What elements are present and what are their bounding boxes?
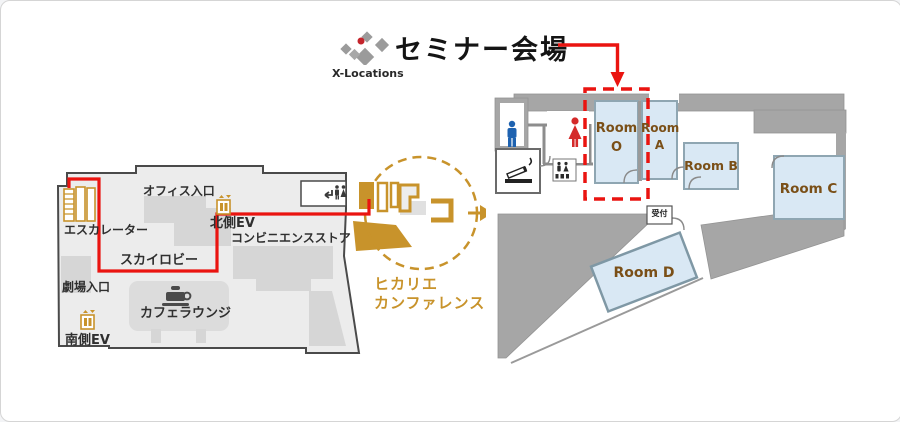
label-south-ev: 南側EV [65, 333, 110, 348]
label-room-o: Room O [595, 120, 638, 158]
label-sky-lobby: スカイロビー [120, 253, 199, 268]
reception-box [646, 205, 673, 225]
label-hikarie-line1: ヒカリエ [374, 275, 439, 293]
room-a-notch [649, 93, 679, 103]
label-room-c: Room C [779, 181, 838, 197]
door-arcs [539, 155, 785, 231]
room-a-line2: A [654, 138, 665, 153]
corridor-edge [510, 277, 704, 364]
label-convenience-store: コンビニエンスストア [231, 231, 351, 245]
corner-arrow-icon [324, 190, 333, 199]
room-o [594, 100, 639, 184]
room-divider-wall [638, 101, 642, 181]
route-line [67, 177, 371, 273]
smoking-icon [505, 157, 533, 183]
label-theater-entrance: 劇場入口 [62, 280, 111, 294]
label-office-entrance: オフィス入口 [143, 184, 215, 198]
room-o-line1: Room [595, 121, 638, 136]
room-b [683, 142, 739, 190]
label-room-b: Room B [684, 158, 738, 173]
bottom-left-wall [497, 213, 654, 359]
label-north-ev: 北側EV [210, 216, 255, 231]
label-hikarie-line2: カンファレンス [374, 294, 486, 312]
page-title: セミナー会場 [395, 35, 569, 66]
coffee-cup-icon [162, 286, 192, 306]
mini-conference-plan [353, 181, 454, 251]
lobby-floor-map [56, 155, 486, 354]
toilet-sign-icon [555, 161, 569, 179]
cafe-leg [196, 329, 206, 343]
conference-floor-map [494, 87, 847, 364]
room-a-line1: Room [641, 121, 680, 135]
label-cafe-lounge: カフェラウンジ [140, 306, 232, 321]
utility-box [300, 180, 347, 207]
seminar-highlight-rect [583, 87, 650, 201]
office-block [144, 196, 231, 246]
label-escalator: エスカレーター [64, 223, 149, 237]
callout-arrow-icon [468, 205, 486, 221]
right-strip-block [309, 291, 346, 346]
room-d [589, 230, 699, 314]
brand-text: X-Locations [332, 67, 404, 80]
label-reception: 受付 [651, 209, 668, 218]
escalator-icon [63, 186, 96, 222]
restroom-pair-icon [335, 185, 347, 200]
woman-icon [568, 117, 582, 147]
room-o-line2: O [610, 139, 623, 155]
elevator-north-icon [216, 195, 231, 215]
room-c [773, 155, 845, 220]
cafe-leg [151, 329, 161, 343]
elevator-south-icon [80, 310, 95, 330]
label-room-a: Room A [641, 120, 680, 155]
label-room-d: Room D [613, 265, 675, 281]
store-block [233, 246, 333, 291]
arrowhead-icon [610, 72, 625, 87]
x-locations-logo-icon [340, 31, 390, 65]
top-right-wall [753, 109, 847, 134]
side-block [61, 256, 91, 293]
man-icon [507, 120, 517, 147]
womens-room [547, 111, 589, 163]
